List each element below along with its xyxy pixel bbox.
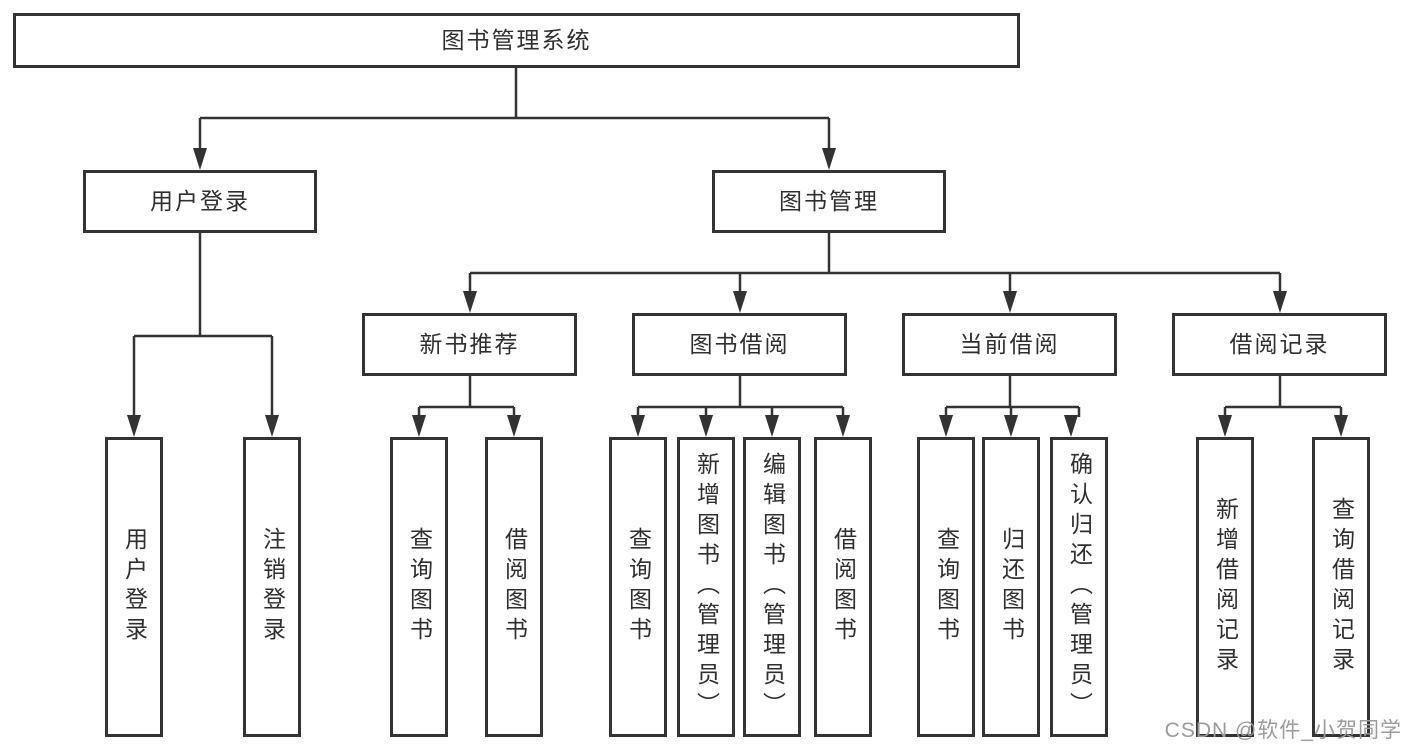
leaf-query-book-borrow: 查询图书 xyxy=(609,437,667,737)
node-label: 图书借阅 xyxy=(689,331,790,357)
leaf-label: 查询借阅记录 xyxy=(1328,497,1355,677)
leaf-logout: 注销登录 xyxy=(243,437,301,737)
leaf-query-book-current: 查询图书 xyxy=(917,437,975,737)
leaf-label: 归还图书 xyxy=(998,527,1025,647)
leaf-label: 借阅图书 xyxy=(830,527,857,647)
leaf-borrow-book-recommend: 借阅图书 xyxy=(485,437,543,737)
node-label: 用户登录 xyxy=(150,188,250,214)
leaf-label: 用户登录 xyxy=(121,527,148,647)
leaf-label: 查询图书 xyxy=(933,527,960,647)
leaf-add-borrow-record: 新增借阅记录 xyxy=(1196,437,1254,737)
leaf-label: 借阅图书 xyxy=(501,527,528,647)
leaf-label: 查询图书 xyxy=(406,527,433,647)
node-label: 当前借阅 xyxy=(959,331,1060,357)
csdn-watermark: CSDN @软件_小贺同学 xyxy=(1164,719,1402,742)
node-book-management: 图书管理 xyxy=(712,170,946,233)
node-book-borrow: 图书借阅 xyxy=(632,313,847,376)
node-label: 图书管理 xyxy=(779,188,879,214)
leaf-label: 编辑图书（管理员） xyxy=(759,452,786,722)
leaf-label: 查询图书 xyxy=(625,527,652,647)
node-root-label: 图书管理系统 xyxy=(441,27,592,53)
leaf-edit-book-admin: 编辑图书（管理员） xyxy=(743,437,801,737)
node-current-borrow: 当前借阅 xyxy=(902,313,1117,376)
leaf-return-book: 归还图书 xyxy=(982,437,1040,737)
node-new-book-recommend: 新书推荐 xyxy=(362,313,577,376)
leaf-confirm-return-admin: 确认归还（管理员） xyxy=(1050,437,1108,737)
arrowheads xyxy=(127,148,1348,437)
leaf-label: 新增图书（管理员） xyxy=(693,452,720,722)
leaf-label: 注销登录 xyxy=(259,527,286,647)
node-root-system: 图书管理系统 xyxy=(13,13,1020,68)
leaf-label: 新增借阅记录 xyxy=(1212,497,1239,677)
node-borrow-records: 借阅记录 xyxy=(1172,313,1387,376)
leaf-query-book-recommend: 查询图书 xyxy=(390,437,448,737)
node-label: 借阅记录 xyxy=(1229,331,1330,357)
leaf-user-login: 用户登录 xyxy=(105,437,163,737)
leaf-label: 确认归还（管理员） xyxy=(1066,452,1093,722)
leaf-query-borrow-record: 查询借阅记录 xyxy=(1312,437,1370,737)
leaf-add-book-admin: 新增图书（管理员） xyxy=(677,437,735,737)
leaf-borrow-book: 借阅图书 xyxy=(814,437,872,737)
node-label: 新书推荐 xyxy=(419,331,520,357)
node-user-login: 用户登录 xyxy=(83,170,317,233)
